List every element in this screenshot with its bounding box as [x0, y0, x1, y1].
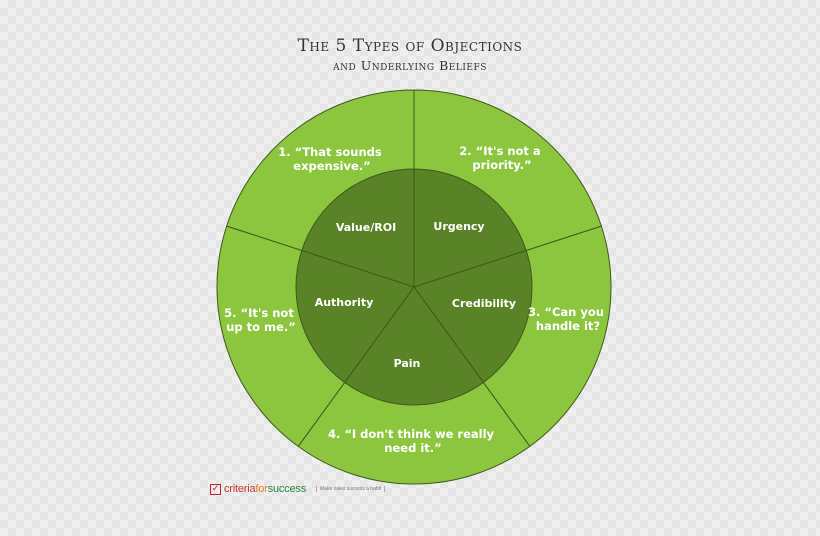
belief-label-2: Urgency — [433, 220, 484, 233]
brand-tagline: Make sales success a habit — [316, 486, 386, 492]
inner-segment-4 — [343, 286, 485, 406]
objection-label-3: 3. “Can you handle it? — [528, 305, 608, 333]
objection-2-line-1: 2. “It's not a — [459, 144, 540, 158]
brand-part-2: for — [255, 483, 268, 495]
objection-1-line-2: expensive.” — [293, 159, 370, 173]
brand-part-1: criteria — [224, 483, 256, 495]
inner-segment-5 — [295, 249, 415, 384]
inner-segment-3 — [413, 249, 533, 384]
diagram-title: The 5 Types of Objections — [297, 36, 523, 56]
brand-logo: ✓ criteriaforsuccess Make sales success … — [210, 482, 386, 496]
diagram-subtitle: and Underlying Beliefs — [333, 58, 487, 73]
objection-4-line-2: need it.” — [384, 441, 441, 455]
objection-label-4: 4. “I don't think we really need it.” — [328, 427, 498, 455]
brand-part-3: success — [267, 483, 307, 495]
belief-labels: Value/ROI Urgency Credibility Pain Autho… — [315, 220, 516, 370]
objection-5-line-2: up to me.” — [226, 320, 296, 334]
objection-1-line-1: 1. “That sounds — [278, 145, 382, 159]
belief-label-4: Pain — [394, 357, 421, 370]
objection-3-line-2: handle it? — [536, 319, 600, 333]
objection-3-line-1: 3. “Can you — [528, 305, 604, 319]
belief-label-1: Value/ROI — [336, 221, 396, 234]
belief-label-3: Credibility — [452, 297, 516, 310]
belief-label-5: Authority — [315, 296, 374, 309]
objection-label-5: 5. “It's not up to me.” — [224, 306, 298, 334]
objection-label-2: 2. “It's not a priority.” — [459, 144, 544, 172]
objection-labels: 1. “That sounds expensive.” 2. “It's not… — [224, 144, 608, 455]
checkbox-icon: ✓ — [210, 483, 221, 495]
objection-label-1: 1. “That sounds expensive.” — [278, 145, 385, 173]
inner-ring — [295, 168, 533, 406]
brand-name: criteriaforsuccess — [224, 483, 306, 495]
inner-segment-1 — [301, 168, 415, 288]
inner-segment-2 — [413, 168, 527, 288]
objection-2-line-2: priority.” — [472, 158, 531, 172]
objection-5-line-1: 5. “It's not — [224, 306, 294, 320]
objection-4-line-1: 4. “I don't think we really — [328, 427, 495, 441]
